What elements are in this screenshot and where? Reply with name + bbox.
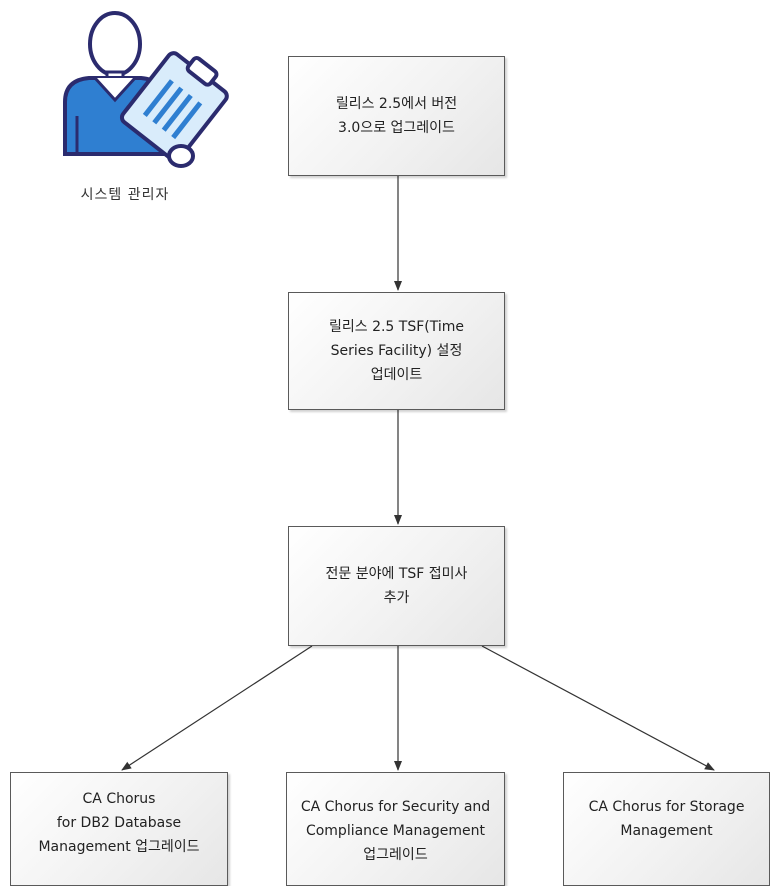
branch-db2-upgrade: CA Chorus for DB2 Database Management 업그… — [10, 772, 228, 886]
branch-security-upgrade: CA Chorus for Security and Compliance Ma… — [286, 772, 505, 886]
step-add-tsf-suffix: 전문 분야에 TSF 접미사 추가 — [288, 526, 505, 646]
step-update-tsf: 릴리스 2.5 TSF(Time Series Facility) 설정 업데이… — [288, 292, 505, 410]
step-label: 릴리스 2.5에서 버전 3.0으로 업그레이드 — [335, 96, 458, 136]
branch-label: CA Chorus for DB2 Database Management 업그… — [38, 791, 200, 855]
actor-label: 시스템 관리자 — [80, 187, 170, 203]
step-label: 릴리스 2.5 TSF(Time Series Facility) 설정 업데이… — [328, 319, 465, 383]
branch-label: CA Chorus for Security and Compliance Ma… — [300, 799, 491, 863]
branch-storage-upgrade: CA Chorus for Storage Management — [563, 772, 770, 886]
step-label: 전문 분야에 TSF 접미사 추가 — [325, 566, 468, 606]
branch-label: CA Chorus for Storage Management — [588, 799, 745, 839]
arrow-step3-to-storage — [481, 645, 715, 771]
arrow-step3-to-db2 — [121, 645, 313, 771]
system-administrator-icon — [55, 6, 235, 178]
step-upgrade-release: 릴리스 2.5에서 버전 3.0으로 업그레이드 — [288, 56, 505, 176]
